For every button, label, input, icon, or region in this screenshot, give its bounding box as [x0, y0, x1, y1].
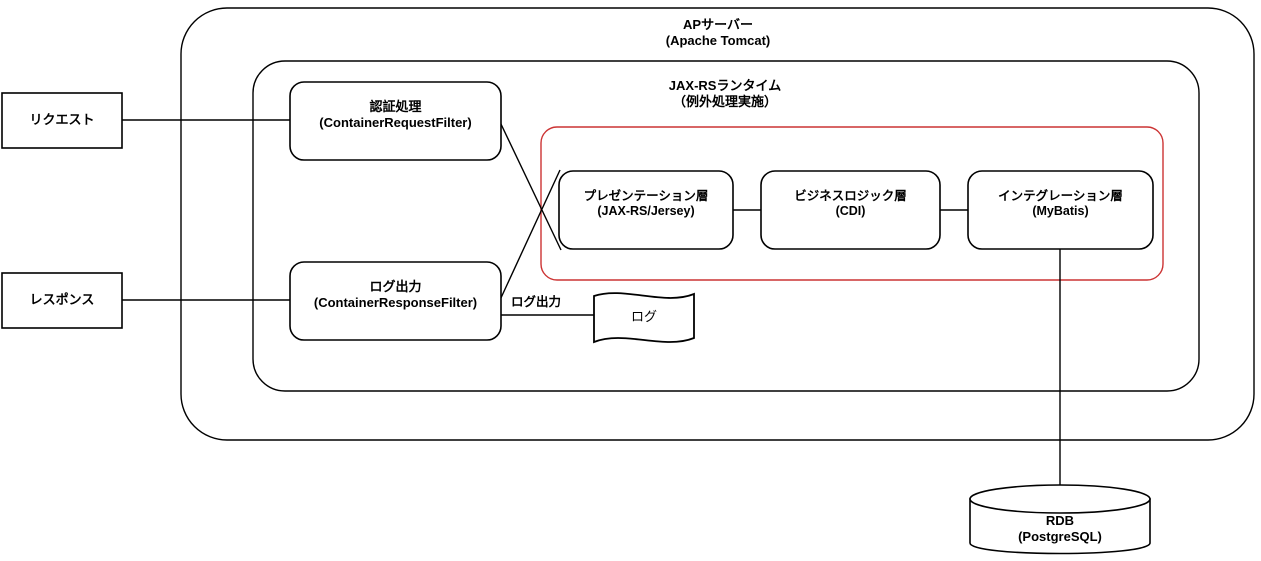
- node-request: [1, 92, 123, 149]
- node-rdb-body: [969, 498, 1151, 555]
- node-business-logic-layer: [760, 170, 941, 250]
- node-log-document: [593, 292, 695, 344]
- node-log-filter: [289, 261, 502, 341]
- node-response: [1, 272, 123, 329]
- container-exception-scope: [540, 126, 1164, 281]
- container-jaxrs-runtime: [252, 60, 1200, 392]
- node-auth-filter: [289, 81, 502, 161]
- edge-auth-filter-to-presentation: [499, 121, 562, 251]
- node-rdb-top-ellipse: [969, 484, 1151, 514]
- edge-presentation-to-log-filter: [499, 169, 561, 301]
- node-presentation-layer: [558, 170, 734, 250]
- container-ap-server: [180, 7, 1255, 441]
- node-integration-layer: [967, 170, 1154, 250]
